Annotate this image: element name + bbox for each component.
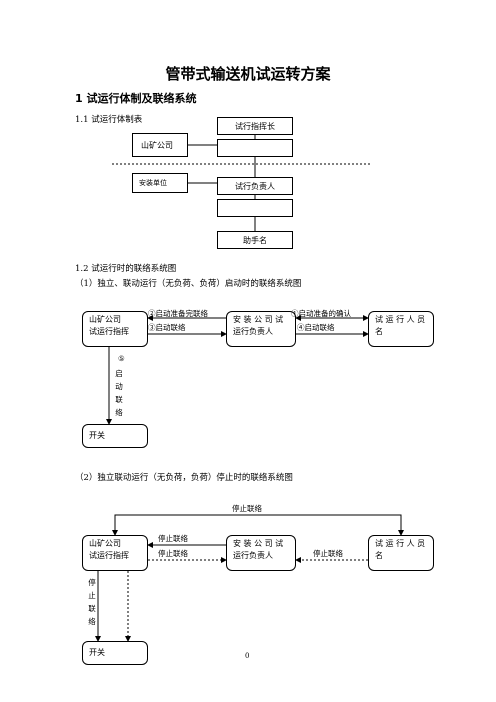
doc-title: 管带式输送机试运转方案 [165, 65, 331, 83]
d2-label-a: 停止联络 [158, 534, 188, 543]
d2-label-c: 停止联络 [313, 549, 343, 558]
org-chief-box: 试行指挥长 [217, 117, 293, 135]
d2-vertical-label: 停 止 联 络 [87, 576, 97, 628]
d1-staff-line1: 试 运 行 人 员 [375, 315, 426, 324]
diagram2-caption: （2）独立联动运行（无负荷，负荷）停止时的联络系统图 [75, 473, 293, 483]
d1-mine-command-box: 山矿公司 试运行指挥 [82, 311, 148, 347]
d2-install-line2: 运行负责人 [233, 551, 273, 560]
d1-mine-line2: 试运行指挥 [89, 327, 129, 336]
d2-mine-line1: 山矿公司 [89, 539, 121, 548]
subsection-1-1: 1.1 试运行体制表 [75, 115, 143, 125]
d2-staff-box: 试 运 行 人 员 名 [368, 535, 434, 571]
d2-vchar: 止 [88, 591, 96, 600]
d1-label-ready-confirm: ①启动准备的确认 [291, 309, 351, 318]
org-empty-box-2 [217, 199, 293, 217]
org-assistant-box: 助手名 [217, 231, 293, 249]
d2-label-b: 停止联络 [158, 549, 188, 558]
d1-staff-line2: 名 [375, 327, 383, 336]
d1-label-ready-done: ②启动准备完联络 [148, 309, 208, 318]
d1-install-responsible-box: 安 装 公 司 试 运行负责人 [226, 311, 296, 347]
section-heading: 1 试运行体制及联络系统 [75, 92, 197, 105]
d2-staff-line2: 名 [375, 551, 383, 560]
d1-mine-line1: 山矿公司 [89, 315, 121, 324]
diagram1-caption: （1）独立、联动运行（无负荷、负荷）启动时的联络系统图 [75, 279, 302, 289]
d1-vchar: 动 [115, 382, 123, 391]
d2-vchar: 停 [88, 578, 96, 587]
d1-install-line1: 安 装 公 司 试 [233, 315, 284, 324]
d1-vertical-label: 启 动 联 络 [114, 367, 124, 419]
d1-staff-box: 试 运 行 人 员 名 [368, 311, 434, 347]
d2-vchar: 络 [88, 617, 96, 626]
d1-label-start-5: ⑤ [118, 354, 125, 363]
org-responsible-box: 试行负责人 [217, 177, 293, 195]
d2-install-line1: 安 装 公 司 试 [233, 539, 284, 548]
org-install-unit-box: 安装单位 [132, 173, 188, 193]
d2-mine-command-box: 山矿公司 试运行指挥 [82, 535, 148, 571]
d2-install-responsible-box: 安 装 公 司 试 运行负责人 [226, 535, 296, 571]
d2-label-top: 停止联络 [232, 504, 262, 513]
d1-vchar: 联 [115, 395, 123, 404]
d1-label-start-3: ③启动联络 [148, 323, 186, 332]
org-empty-box-1 [217, 139, 293, 157]
subsection-1-2: 1.2 试运行时的联络系统图 [75, 264, 177, 274]
d2-vchar: 联 [88, 604, 96, 613]
d2-staff-line1: 试 运 行 人 员 [375, 539, 426, 548]
d1-install-line2: 运行负责人 [233, 327, 273, 336]
org-mine-company-box: 山矿公司 [132, 133, 188, 157]
d1-label-start-4: ④启动联络 [297, 323, 335, 332]
d1-vchar: 启 [115, 369, 123, 378]
d1-vchar: 络 [115, 408, 123, 417]
d2-top-line [114, 514, 402, 535]
d2-switch-box: 开关 [82, 641, 148, 665]
d2-mine-line2: 试运行指挥 [89, 551, 129, 560]
page-number: 0 [245, 652, 250, 660]
d1-switch-box: 开关 [82, 424, 148, 448]
